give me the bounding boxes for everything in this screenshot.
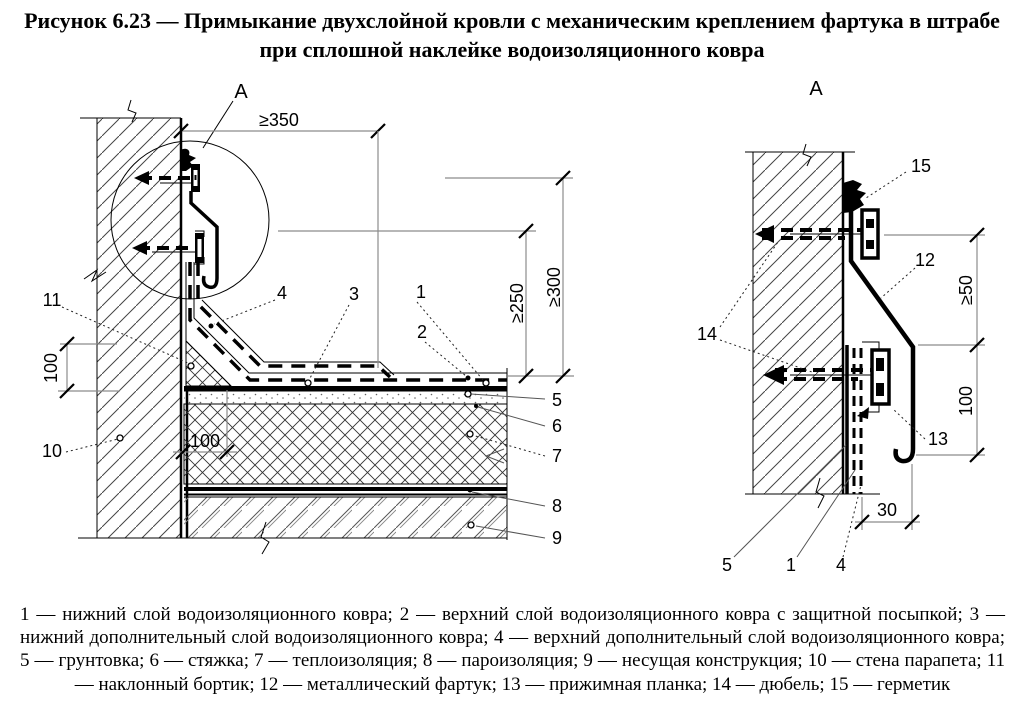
upper-anchor (755, 208, 880, 260)
dim-apron-top: ≥50 (956, 275, 976, 305)
callout-deck: 9 (552, 528, 562, 548)
left-view: А ≥350 ≥250 ≥300 100 (41, 81, 574, 555)
screed-layer (184, 390, 507, 405)
wall-bottom-break (815, 477, 825, 509)
dim-carpet-height: ≥250 (507, 283, 527, 323)
lower-anchor (132, 230, 205, 265)
upper-anchor (134, 164, 200, 192)
callout-apron: 12 (915, 250, 935, 270)
insulation-layer (183, 403, 508, 485)
apron-flashing (848, 201, 916, 464)
callout-screed: 6 (552, 416, 562, 436)
callout-sealant: 15 (911, 156, 931, 176)
dowel-head (132, 241, 147, 255)
apron-flashing (189, 191, 219, 290)
dim-wall-offset: ≥350 (259, 110, 299, 130)
figure-legend: 1 — нижний слой водоизоляционного ковра;… (20, 604, 1005, 695)
parapet-wall (80, 99, 189, 538)
dowel-head (755, 225, 774, 243)
dim-clamp-zone: 100 (956, 386, 976, 416)
roof-detail-drawing: А ≥350 ≥250 ≥300 100 (41, 78, 986, 575)
callout-main-lower: 1 (416, 282, 426, 302)
roof-deck (78, 496, 507, 555)
left-callouts: 11 10 4 3 1 2 5 6 7 8 (42, 282, 562, 548)
right-callouts: 15 12 13 14 5 1 4 (697, 156, 948, 575)
wall-membrane-strips (845, 345, 863, 494)
callout-primer: 5 (722, 555, 732, 575)
dim-apron-height: ≥300 (544, 267, 564, 307)
callout-main-lower: 1 (786, 555, 796, 575)
figure-title: Рисунок 6.23 — Примыкание двухслойной кр… (24, 8, 1000, 62)
callout-main-upper: 2 (417, 322, 427, 342)
membrane-layers (185, 262, 507, 387)
dim-bortik-width: 100 (190, 431, 220, 451)
primer-layer (184, 386, 507, 391)
right-dimensions: ≥50 100 30 (853, 226, 986, 531)
detail-a-view: А (697, 78, 986, 575)
wall-side-break (83, 268, 107, 283)
parapet-wall (745, 143, 880, 509)
clamp-bar (857, 341, 891, 419)
callout-insulation: 7 (552, 446, 562, 466)
fastening-assembly (132, 148, 219, 290)
dowel-head (134, 171, 149, 185)
callout-wall: 10 (42, 441, 62, 461)
dim-drip-gap: 30 (877, 500, 897, 520)
left-dimensions: ≥350 ≥250 ≥300 100 100 (41, 110, 574, 461)
callout-add-upper: 4 (277, 283, 287, 303)
detail-marker-label: А (234, 81, 248, 103)
callout-primer: 5 (552, 390, 562, 410)
callout-vapor-barrier: 8 (552, 496, 562, 516)
detail-circle: А (110, 81, 270, 300)
callout-add-upper: 4 (836, 555, 846, 575)
vapor-barrier-layer (184, 487, 507, 496)
detail-view-title: А (809, 78, 823, 100)
dowel-head (763, 365, 784, 385)
sealant-bead (843, 180, 866, 213)
callout-bortik: 11 (43, 290, 62, 310)
wall-top-break (127, 99, 137, 123)
lower-anchor (763, 365, 886, 385)
callout-clamp-bar: 13 (928, 429, 948, 449)
callout-dowel: 14 (697, 324, 717, 344)
deck-break (260, 521, 270, 555)
wall-top-break (802, 143, 812, 167)
dim-bortik-height: 100 (41, 353, 61, 383)
callout-add-lower: 3 (349, 284, 359, 304)
